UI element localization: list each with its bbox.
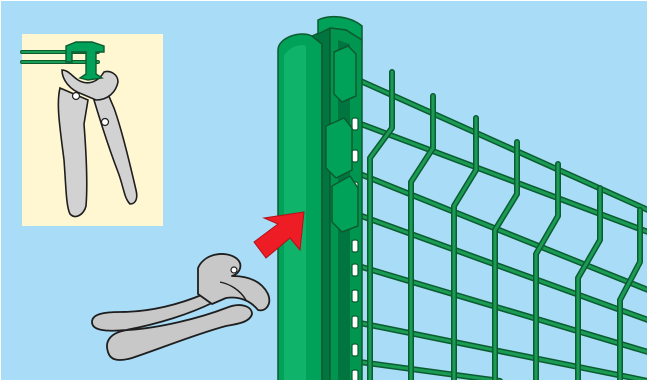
inset-panel: [22, 34, 163, 226]
fence-post-icon: [278, 17, 362, 381]
